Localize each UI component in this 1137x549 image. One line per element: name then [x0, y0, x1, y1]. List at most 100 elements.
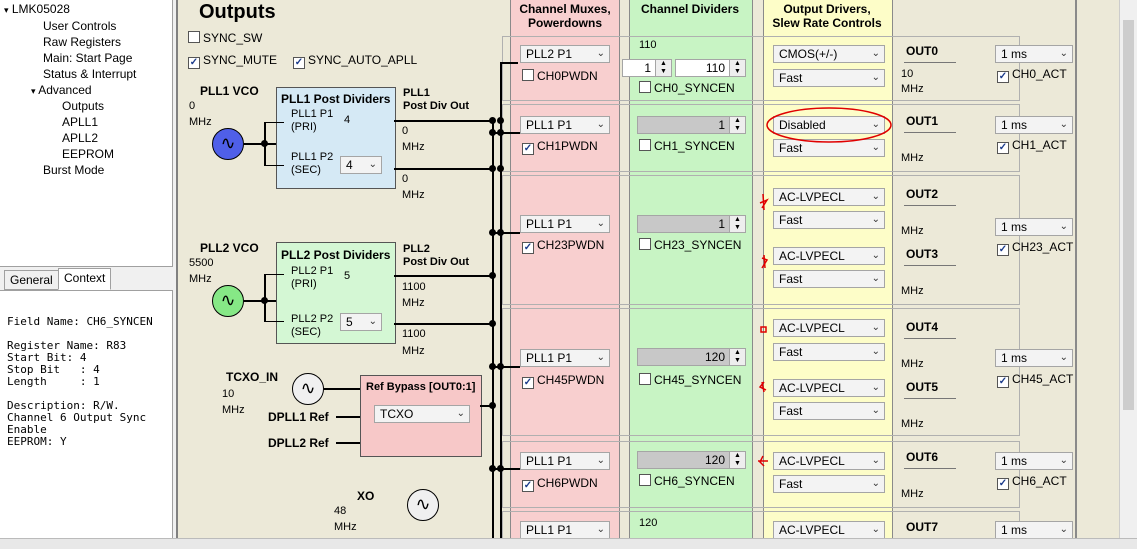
ch7-mux-dropdown[interactable]: PLL1 P1⌄	[520, 521, 610, 538]
tree-root[interactable]: ▾ LMK05028	[4, 2, 70, 16]
checkbox-box[interactable]	[522, 69, 534, 81]
scroll-thumb[interactable]	[1123, 20, 1134, 410]
out3-slew-dropdown[interactable]: Fast⌄	[773, 270, 885, 288]
out6-slew-dropdown[interactable]: Fast⌄	[773, 475, 885, 493]
ch7-time-dropdown[interactable]: 1 ms⌄	[995, 521, 1073, 538]
collapse-icon[interactable]: ▾	[4, 5, 9, 15]
tree-item-raw-registers[interactable]: Raw Registers	[43, 35, 122, 49]
checkbox-box[interactable]: ✓	[997, 71, 1009, 83]
ch1-syncen-checkbox[interactable]: CH1_SYNCEN	[639, 139, 735, 153]
out0-slew-value: Fast	[779, 71, 803, 85]
spin-arrows-icon[interactable]: ▲▼	[655, 60, 671, 76]
out5-slew-dropdown[interactable]: Fast⌄	[773, 402, 885, 420]
out7-type-dropdown[interactable]: AC-LVPECL⌄	[773, 521, 885, 538]
checkbox-box[interactable]: ✓	[522, 143, 534, 155]
horizontal-scrollbar[interactable]	[0, 538, 1137, 549]
out6-type-dropdown[interactable]: AC-LVPECL⌄	[773, 452, 885, 470]
tree-item-advanced[interactable]: ▾ Advanced	[31, 83, 92, 97]
tree-item-status[interactable]: Status & Interrupt	[43, 67, 137, 81]
ch0-time-dropdown[interactable]: 1 ms⌄	[995, 45, 1073, 63]
out0-type-dropdown[interactable]: CMOS(+/-)⌄	[773, 45, 885, 63]
out4-slew-dropdown[interactable]: Fast⌄	[773, 343, 885, 361]
ch1-mux-dropdown[interactable]: PLL1 P1⌄	[520, 116, 610, 134]
vertical-scrollbar[interactable]	[1119, 0, 1137, 538]
out4-type-dropdown[interactable]: AC-LVPECL⌄	[773, 319, 885, 337]
tree-item-main-start[interactable]: Main: Start Page	[43, 51, 133, 65]
checkbox-box[interactable]: ✓	[997, 376, 1009, 388]
tree-item-apll2[interactable]: APLL2	[62, 131, 99, 145]
ch23-act-checkbox[interactable]: ✓CH23_ACT	[997, 240, 1073, 256]
ch45-act-checkbox[interactable]: ✓CH45_ACT	[997, 372, 1073, 388]
ch0-syncen-checkbox[interactable]: CH0_SYNCEN	[639, 81, 735, 95]
ch45-time-dropdown[interactable]: 1 ms⌄	[995, 349, 1073, 367]
checkbox-box[interactable]: ✓	[522, 480, 534, 492]
ch45-mux-dropdown[interactable]: PLL1 P1⌄	[520, 349, 610, 367]
sync-mute-checkbox[interactable]: ✓SYNC_MUTE	[188, 53, 277, 69]
ch0-div-b-spinner[interactable]: 110▲▼	[675, 59, 746, 77]
tab-context[interactable]: Context	[58, 268, 112, 290]
sync-sw-checkbox[interactable]: SYNC_SW	[188, 31, 262, 45]
checkbox-box[interactable]	[639, 238, 651, 250]
ch1-pwdn-checkbox[interactable]: ✓CH1PWDN	[522, 139, 598, 155]
ch23-syncen-checkbox[interactable]: CH23_SYNCEN	[639, 238, 741, 252]
out5-type-dropdown[interactable]: AC-LVPECL⌄	[773, 379, 885, 397]
out3-type-dropdown[interactable]: AC-LVPECL⌄	[773, 247, 885, 265]
ch1-time-dropdown[interactable]: 1 ms⌄	[995, 116, 1073, 134]
ch6-time-dropdown[interactable]: 1 ms⌄	[995, 452, 1073, 470]
tab-general[interactable]: General	[4, 270, 59, 290]
checkbox-box[interactable]	[639, 474, 651, 486]
checkbox-box[interactable]: ✓	[997, 142, 1009, 154]
pll1-p2-value: 4	[346, 158, 353, 172]
ch6-act-checkbox[interactable]: ✓CH6_ACT	[997, 474, 1067, 490]
out1-type-dropdown[interactable]: Disabled⌄	[773, 116, 885, 134]
ch0-pwdn-checkbox[interactable]: CH0PWDN	[522, 69, 598, 83]
spin-arrows-icon[interactable]: ▲▼	[729, 452, 745, 468]
ch0-div-a-spinner[interactable]: 1▲▼	[622, 59, 672, 77]
checkbox-box[interactable]: ✓	[522, 377, 534, 389]
ch6-syncen-checkbox[interactable]: CH6_SYNCEN	[639, 474, 735, 488]
pll1-p2-dropdown[interactable]: 4⌄	[340, 156, 382, 174]
out2-type-dropdown[interactable]: AC-LVPECL⌄	[773, 188, 885, 206]
out1-slew-dropdown[interactable]: Fast⌄	[773, 139, 885, 157]
ch23-div-spinner[interactable]: 1▲▼	[637, 215, 746, 233]
tree-item-user-controls[interactable]: User Controls	[43, 19, 117, 33]
ch1-act-checkbox[interactable]: ✓CH1_ACT	[997, 138, 1067, 154]
wire	[492, 366, 520, 368]
ch0-mux-dropdown[interactable]: PLL2 P1⌄	[520, 45, 610, 63]
checkbox-box[interactable]	[639, 81, 651, 93]
ref-bypass-dropdown[interactable]: TCXO⌄	[374, 405, 470, 423]
spin-arrows-icon[interactable]: ▲▼	[729, 60, 745, 76]
ch45-div-spinner[interactable]: 120▲▼	[637, 348, 746, 366]
ch1-div-spinner[interactable]: 1▲▼	[637, 116, 746, 134]
tree-item-outputs[interactable]: Outputs	[62, 99, 105, 113]
ch23-pwdn-checkbox[interactable]: ✓CH23PWDN	[522, 238, 604, 254]
ch23-time-dropdown[interactable]: 1 ms⌄	[995, 218, 1073, 236]
checkbox-box[interactable]: ✓	[293, 57, 305, 69]
out2-slew-dropdown[interactable]: Fast⌄	[773, 211, 885, 229]
spin-arrows-icon[interactable]: ▲▼	[729, 117, 745, 133]
sync-auto-apll-checkbox[interactable]: ✓SYNC_AUTO_APLL	[293, 53, 417, 69]
tree-item-apll1[interactable]: APLL1	[62, 115, 99, 129]
tree-item-eeprom[interactable]: EEPROM	[62, 147, 115, 161]
ch45-syncen-checkbox[interactable]: CH45_SYNCEN	[639, 373, 741, 387]
out0-slew-dropdown[interactable]: Fast⌄	[773, 69, 885, 87]
checkbox-box[interactable]	[188, 31, 200, 43]
ch23-mux-dropdown[interactable]: PLL1 P1⌄	[520, 215, 610, 233]
checkbox-box[interactable]: ✓	[522, 242, 534, 254]
checkbox-box[interactable]	[639, 139, 651, 151]
collapse-icon[interactable]: ▾	[31, 86, 36, 96]
spin-arrows-icon[interactable]: ▲▼	[729, 349, 745, 365]
checkbox-box[interactable]: ✓	[188, 57, 200, 69]
ch45-pwdn-checkbox[interactable]: ✓CH45PWDN	[522, 373, 604, 389]
checkbox-box[interactable]: ✓	[997, 478, 1009, 490]
checkbox-box[interactable]: ✓	[997, 244, 1009, 256]
ch6-div-spinner[interactable]: 120▲▼	[637, 451, 746, 469]
spin-arrows-icon[interactable]: ▲▼	[729, 216, 745, 232]
dpll2-ref-label: DPLL2 Ref	[268, 436, 329, 450]
tree-item-burst-mode[interactable]: Burst Mode	[43, 163, 105, 177]
ch6-mux-dropdown[interactable]: PLL1 P1⌄	[520, 452, 610, 470]
checkbox-box[interactable]	[639, 373, 651, 385]
pll2-p2-dropdown[interactable]: 5⌄	[340, 313, 382, 331]
ch6-pwdn-checkbox[interactable]: ✓CH6PWDN	[522, 476, 598, 492]
ch0-act-checkbox[interactable]: ✓CH0_ACT	[997, 67, 1067, 83]
